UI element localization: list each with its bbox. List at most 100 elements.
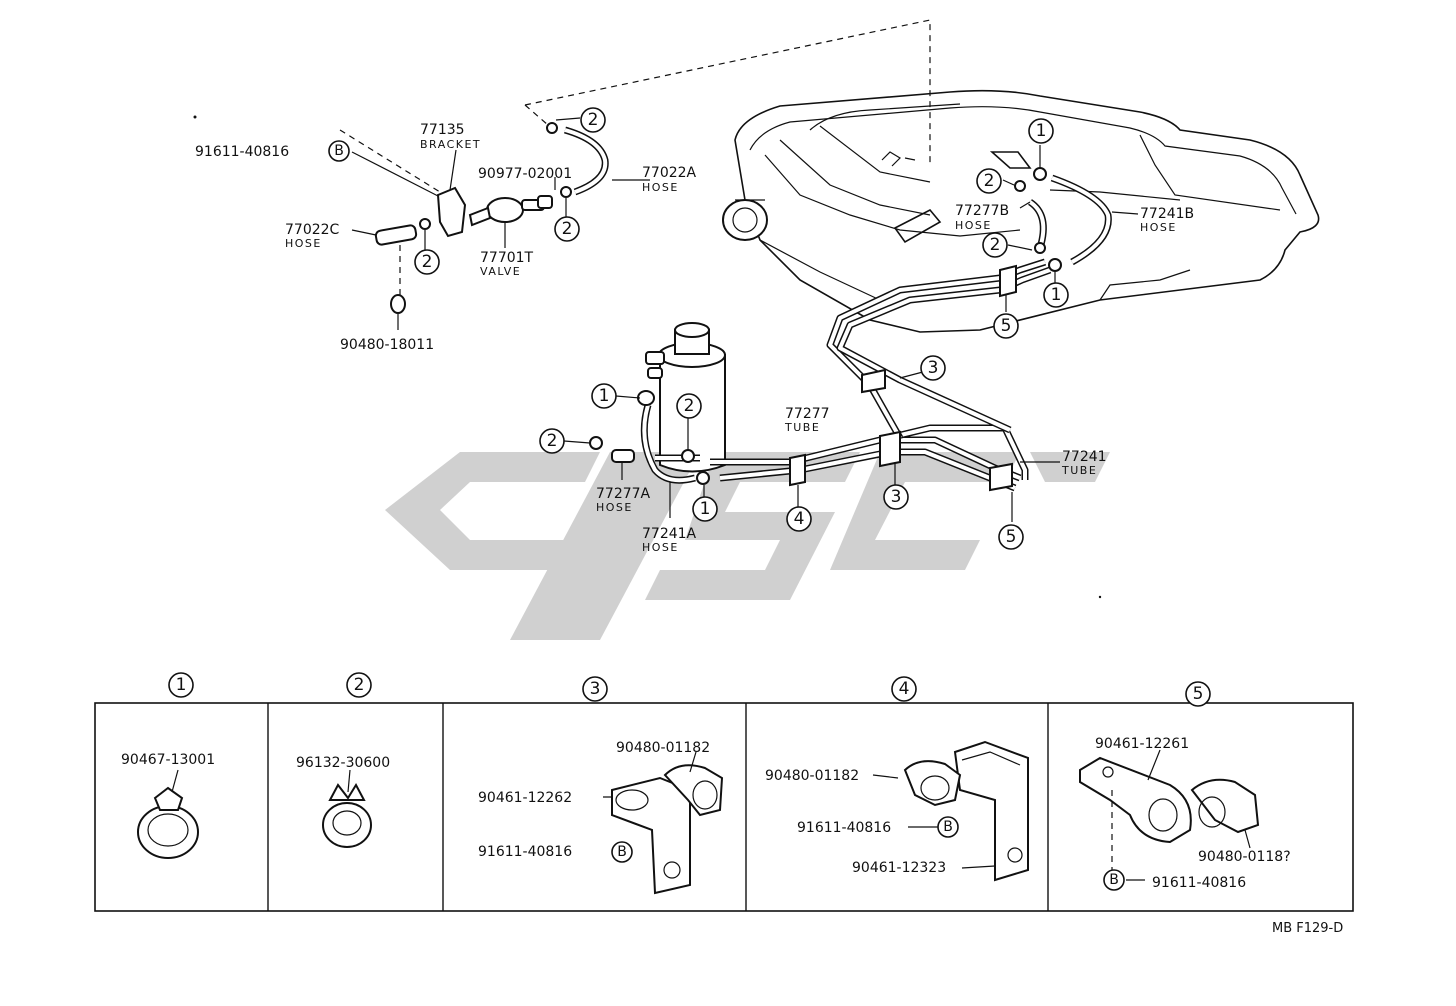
callout-1-tank-lower: 1 [1043, 282, 1069, 308]
callout-2-top: 2 [580, 107, 606, 133]
callout-2-canister: 2 [676, 393, 702, 419]
panel4-callout-b: B [937, 816, 959, 838]
label-bracket: BRACKET [420, 138, 481, 151]
label-77022A-hose: HOSE [642, 181, 679, 194]
svg-text:5: 5 [1193, 684, 1204, 704]
valve-assembly [351, 117, 650, 330]
panel5-part-90480-01182: 90480-0118? [1198, 849, 1291, 865]
callout-2-left: 2 [539, 428, 565, 454]
svg-text:5: 5 [1001, 316, 1012, 336]
callout-2-tank: 2 [976, 168, 1002, 194]
label-77241-tube: TUBE [1061, 464, 1097, 477]
panel-number-5: 5 [1185, 681, 1211, 707]
detail-bracket-5 [1079, 749, 1260, 881]
svg-text:2: 2 [588, 110, 599, 130]
panel4-part-90461-12323: 90461-12323 [852, 860, 946, 876]
panel2-part-96132-30600: 96132-30600 [296, 755, 390, 771]
svg-text:3: 3 [590, 679, 601, 699]
label-77241B-hose: HOSE [1140, 221, 1177, 234]
label-77701T: 77701T [480, 250, 534, 266]
label-77277A: 77277A [596, 486, 651, 502]
leader-dashed-bracket [339, 129, 441, 193]
callout-5-lower: 5 [998, 524, 1024, 550]
svg-text:3: 3 [928, 358, 939, 378]
label-77241A-hose: HOSE [642, 541, 679, 554]
svg-text:B: B [617, 844, 627, 860]
fuel-tubes [710, 258, 1052, 492]
callout-1-canister: 1 [591, 383, 617, 409]
detail-hose-clip-2 [322, 769, 372, 848]
panel-number-3: 3 [582, 676, 608, 702]
panel3-part-90480-01182: 90480-01182 [616, 740, 710, 756]
label-91611-40816: 91611-40816 [195, 144, 289, 160]
svg-text:5: 5 [1006, 527, 1017, 547]
svg-text:4: 4 [899, 679, 910, 699]
label-90977-02001: 90977-02001 [478, 166, 572, 182]
watermark-logo [385, 452, 1110, 640]
label-77022C: 77022C [285, 222, 340, 238]
label-77241A: 77241A [642, 526, 697, 542]
detail-bracket-4 [872, 740, 1029, 882]
label-77241B: 77241B [1140, 206, 1194, 222]
svg-text:1: 1 [1051, 285, 1062, 305]
label-90480-18011: 90480-18011 [340, 337, 434, 353]
svg-text:2: 2 [684, 396, 695, 416]
canister-hoses [563, 390, 710, 518]
callout-4: 4 [786, 506, 812, 532]
panel3-callout-b: B [611, 841, 633, 863]
label-77022C-hose: HOSE [285, 237, 322, 250]
panel1-part-90467-13001: 90467-13001 [121, 752, 215, 768]
panel4-part-91611-40816: 91611-40816 [797, 820, 891, 836]
callout-2-valve: 2 [554, 216, 580, 242]
svg-text:3: 3 [891, 487, 902, 507]
panel3-part-90461-12262: 90461-12262 [478, 790, 572, 806]
callout-2-hose: 2 [414, 249, 440, 275]
label-valve: VALVE [480, 265, 521, 278]
leader-dashed-upper [524, 19, 931, 165]
svg-text:2: 2 [984, 171, 995, 191]
svg-text:B: B [334, 143, 344, 159]
callout-5-tank: 5 [993, 313, 1019, 339]
callout-1-tank: 1 [1028, 118, 1054, 144]
panel5-part-91611-40816: 91611-40816 [1152, 875, 1246, 891]
svg-text:1: 1 [1036, 121, 1047, 141]
svg-text:B: B [943, 819, 953, 835]
label-77277A-hose: HOSE [596, 501, 633, 514]
svg-text:2: 2 [990, 235, 1001, 255]
svg-text:1: 1 [176, 675, 187, 695]
panel-number-2: 2 [346, 672, 372, 698]
svg-text:4: 4 [794, 509, 805, 529]
svg-text:1: 1 [599, 386, 610, 406]
svg-text:2: 2 [547, 431, 558, 451]
label-77022A: 77022A [642, 165, 697, 181]
svg-text:2: 2 [354, 675, 365, 695]
callout-1-lower: 1 [692, 496, 718, 522]
panel5-callout-b: B [1103, 869, 1125, 891]
tank-hoses [797, 145, 1139, 522]
panel-number-1: 1 [168, 672, 194, 698]
callout-2-tank-lower: 2 [982, 232, 1008, 258]
diagram-code: MB F129-D [1272, 921, 1343, 936]
panel-number-4: 4 [891, 676, 917, 702]
label-77277B: 77277B [955, 203, 1009, 219]
main-labels: 91611-40816 77135 BRACKET 90977-02001 77… [195, 122, 1194, 554]
svg-text:2: 2 [422, 252, 433, 272]
panel5-part-90461-12261: 90461-12261 [1095, 736, 1189, 752]
svg-text:2: 2 [562, 219, 573, 239]
label-77277: 77277 [785, 406, 830, 422]
svg-text:B: B [1109, 872, 1119, 888]
label-77135: 77135 [420, 122, 465, 138]
label-77277B-hose: HOSE [955, 219, 992, 232]
callout-3-lower: 3 [883, 484, 909, 510]
label-77277-tube: TUBE [784, 421, 820, 434]
detail-bracket-3 [603, 751, 724, 895]
fuel-tank [722, 89, 1320, 333]
panel3-part-91611-40816: 91611-40816 [478, 844, 572, 860]
panel4-part-90480-01182: 90480-01182 [765, 768, 859, 784]
detail-clamp-1 [137, 769, 199, 859]
callout-b-top: B [328, 140, 350, 162]
callout-3-upper: 3 [920, 355, 946, 381]
svg-text:1: 1 [700, 499, 711, 519]
label-77241: 77241 [1062, 449, 1107, 465]
